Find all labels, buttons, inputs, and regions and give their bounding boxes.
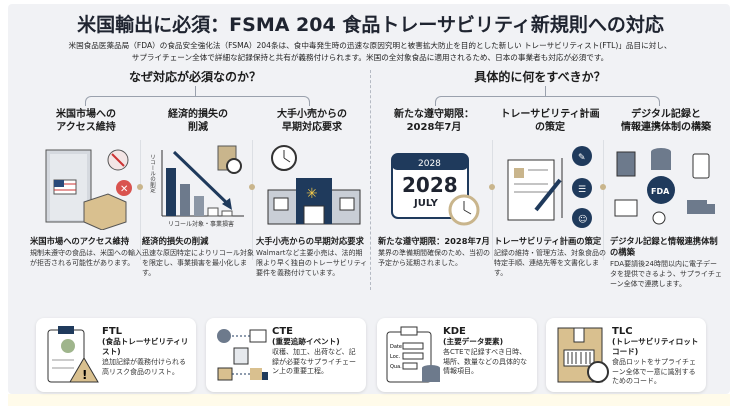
term-name: (重要追跡イベント) bbox=[272, 337, 340, 346]
column-desc: 業界の準備期間確保のため、当初の予定から延期されました。 bbox=[378, 249, 490, 267]
term-key: FTL bbox=[102, 326, 123, 337]
term-desc: 追加記録が義務付けられる高リスク食品のリスト。 bbox=[102, 358, 186, 376]
term-desc: 各CTEで記録すべき日時、場所、数量などの具体的な情報項目。 bbox=[443, 348, 527, 375]
barcode-package-icon bbox=[557, 327, 609, 383]
bottom-strip bbox=[8, 394, 730, 406]
form-field-label: Qua. bbox=[390, 364, 402, 370]
svg-text:✳: ✳ bbox=[306, 186, 318, 202]
term-card-ftl: ! FTL(食品トレーサビリティリスト) 追加記録が義務付けられる高リスク食品のリ… bbox=[36, 318, 196, 392]
what-digital: デジタル記録と 情報連携体制の構築 FDA デジタル記録と情報連携体制の構築 F… bbox=[610, 108, 722, 289]
separator-dot bbox=[137, 184, 143, 190]
recall-chart-icon: リコール対象・事業損害 リコールの削定 bbox=[149, 145, 244, 228]
term-name: (トレーサビリティロットコード) bbox=[612, 337, 699, 356]
what-heading: 具体的に何をすべきか？ bbox=[474, 70, 606, 84]
svg-text:✎: ✎ bbox=[578, 153, 586, 163]
term-card-tlc: TLC(トレーサビリティロットコード) 食品ロットをサプライチェーン全体で一意に識… bbox=[546, 318, 706, 392]
column-title: 米国市場への アクセス維持 bbox=[56, 109, 116, 133]
column-separator bbox=[252, 140, 253, 260]
calendar-year: 2028 bbox=[418, 159, 441, 169]
column-separator bbox=[603, 140, 604, 260]
column-heading: トレーサビリティ計画の策定 bbox=[494, 236, 602, 246]
why-bracket bbox=[85, 96, 310, 106]
column-separator bbox=[492, 140, 493, 260]
page-title: 米国輸出に必須：FSMA 204 食品トレーサビリティ新規則への対応 bbox=[77, 14, 664, 36]
separator-dot bbox=[249, 184, 255, 190]
supply-chain-icon bbox=[217, 329, 268, 381]
section-divider bbox=[370, 70, 371, 290]
column-title: トレーサビリティ計画 の策定 bbox=[500, 109, 600, 133]
store-clock-icon: ✳ bbox=[267, 145, 361, 225]
intro-line: サプライチェーン全体で詳細な記録保持と共有が義務付けられます。米国の全対象食品に… bbox=[131, 53, 609, 62]
column-desc: FDA要請後24時間以内に電子データを提供できるよう、サプライチェーン全体で連携… bbox=[610, 260, 722, 288]
fda-badge: FDA bbox=[651, 187, 670, 196]
column-heading: デジタル記録と情報連携体制の構築 bbox=[610, 236, 718, 257]
clipboard-warning-icon: ! bbox=[47, 326, 99, 383]
column-heading: 新たな遵守期限：2028年7月 bbox=[378, 236, 490, 246]
term-card-kde: Date Loc. Qua. KDE(主要データ要素) 各CTEで記録すべき日時、… bbox=[377, 318, 537, 392]
why-market-access: 米国市場への アクセス維持 ✕ 米国市場へのアクセス維持 規制未遵守の食品は、米… bbox=[30, 108, 142, 268]
svg-text:☺: ☺ bbox=[578, 214, 587, 225]
why-loss-reduction: 経済的損失の 削減 リコール対象・事業損害 リコールの削定 経済的損失の削減 迅… bbox=[142, 108, 254, 278]
column-title: 経済的損失の 削減 bbox=[168, 109, 228, 133]
intro-text: 米国食品医薬品局（FDA）の食品安全強化法（FSMA）204条は、食中毒発生時の… bbox=[20, 40, 720, 64]
separator-dot bbox=[600, 184, 606, 190]
term-key: KDE bbox=[443, 326, 466, 337]
bracket-stem bbox=[195, 86, 196, 96]
column-heading: 大手小売からの早期対応要求 bbox=[256, 236, 364, 246]
what-bracket bbox=[435, 96, 660, 106]
bracket-stem bbox=[545, 86, 546, 96]
column-desc: 規制未遵守の食品は、米国への輸入が拒否される可能性があります。 bbox=[30, 249, 142, 267]
column-desc: Walmartなど主要小売は、法的期限より早く独自のトレーサビリティ要件を義務付… bbox=[256, 249, 368, 277]
svg-text:✕: ✕ bbox=[120, 184, 128, 195]
column-title: デジタル記録と 情報連携体制の構築 bbox=[621, 109, 711, 133]
column-heading: 米国市場へのアクセス維持 bbox=[30, 236, 130, 246]
term-name: (主要データ要素) bbox=[443, 337, 504, 346]
data-form-icon: Date Loc. Qua. bbox=[386, 326, 440, 383]
intro-line: 米国食品医薬品局（FDA）の食品安全強化法（FSMA）204条は、食中毒発生時の… bbox=[68, 41, 672, 50]
column-separator bbox=[140, 140, 141, 260]
term-desc: 食品ロットをサプライチェーン全体で一意に識別するためのコード。 bbox=[612, 358, 696, 385]
term-key: TLC bbox=[612, 326, 633, 337]
term-desc: 収穫、加工、出荷など、記録が必要なサプライチェーン上の重要工程。 bbox=[272, 348, 356, 375]
calendar-month: JULY bbox=[413, 198, 439, 209]
column-heading: 経済的損失の削減 bbox=[142, 236, 209, 246]
column-desc: 記録の維持・管理方法、対象食品の特定手順、連絡先等を文書化します。 bbox=[494, 249, 606, 277]
why-retailer-demands: 大手小売からの 早期対応要求 ✳ 大手小売からの早期対応要求 Walmartなど… bbox=[256, 108, 368, 278]
border-gate-icon: ✕ bbox=[45, 149, 132, 230]
term-key: CTE bbox=[272, 326, 293, 337]
separator-dot bbox=[489, 184, 495, 190]
column-desc: 迅速な原因特定によりリコール対象を限定し、事業損害を最小化します。 bbox=[142, 249, 254, 277]
svg-text:☰: ☰ bbox=[578, 185, 586, 195]
chart-x-label: リコール対象・事業損害 bbox=[168, 220, 234, 228]
svg-text:!: ! bbox=[82, 368, 87, 382]
form-field-label: Loc. bbox=[390, 354, 401, 360]
column-title: 大手小売からの 早期対応要求 bbox=[277, 109, 347, 133]
term-name: (食品トレーサビリティリスト) bbox=[102, 337, 189, 356]
data-network-icon: FDA bbox=[614, 148, 715, 225]
term-card-cte: CTE(重要追跡イベント) 収穫、加工、出荷など、記録が必要なサプライチェーン上の… bbox=[206, 318, 366, 392]
calendar-icon: 2028 2028 JULY bbox=[391, 153, 480, 226]
what-deadline: 新たな遵守期限： 2028年7月 2028 2028 JULY 新たな遵守期限：… bbox=[378, 108, 490, 268]
column-title: 新たな遵守期限： 2028年7月 bbox=[394, 109, 474, 133]
document-plan-icon: ✎ ☰ ☺ bbox=[507, 146, 592, 228]
calendar-big-year: 2028 bbox=[402, 173, 458, 197]
why-heading: なぜ対応が必須なのか？ bbox=[128, 70, 261, 84]
chart-y-label: リコールの削定 bbox=[149, 154, 156, 194]
what-plan: トレーサビリティ計画 の策定 ✎ ☰ ☺ トレーサビリティ計画の策定 記録の維持・管… bbox=[494, 108, 606, 278]
form-field-label: Date bbox=[390, 344, 402, 350]
